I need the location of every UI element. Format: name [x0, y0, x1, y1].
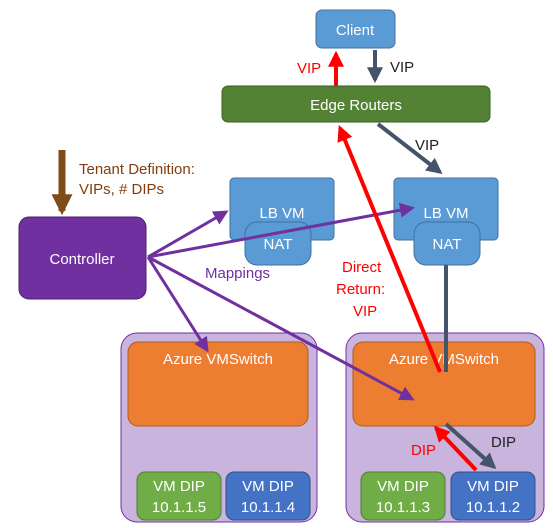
controller-box: [18, 216, 147, 300]
vm-right-2-line1: VM DIP: [467, 478, 519, 495]
vm-right-1-line1: VM DIP: [377, 478, 429, 495]
vm-left-2-line1: VM DIP: [242, 478, 294, 495]
mapping-arrow-lb-left: [147, 210, 229, 259]
edge-routers-box: [221, 85, 491, 123]
mapping-arrow-vmswitch-right: [147, 255, 415, 401]
dip-red-label: DIP: [411, 442, 436, 459]
vm-right-1-box: [360, 471, 446, 521]
nat-left-label: NAT: [264, 236, 293, 253]
client-box: [315, 9, 396, 49]
nat-right-label: NAT: [433, 236, 462, 253]
mapping-arrow-lb-right: [147, 202, 415, 259]
controller-label: Controller: [49, 251, 114, 268]
direct-return-line1: Direct: [342, 259, 382, 276]
vm-left-1-box: [136, 471, 222, 521]
edge-routers-label: Edge Routers: [310, 97, 402, 114]
vmswitch-left-label: Azure VMSwitch: [163, 351, 273, 368]
vmswitch-left-box: [127, 341, 309, 427]
vip-up-label: VIP: [297, 60, 321, 77]
direct-return-line3: VIP: [353, 303, 377, 320]
vm-left-2-box: [225, 471, 311, 521]
edge-to-lb-arrow: [376, 122, 443, 174]
tenant-definition-line2: VIPs, # DIPs: [79, 181, 164, 198]
vip-edge-lb-label: VIP: [415, 137, 439, 154]
dip-dark-label: DIP: [491, 434, 516, 451]
dip-dark-arrow: [444, 422, 497, 470]
mappings-label: Mappings: [205, 265, 270, 282]
direct-return-line2: Return:: [336, 281, 385, 298]
mapping-arrow-vmswitch-left: [146, 256, 209, 353]
vm-right-2-line2: 10.1.1.2: [466, 499, 520, 516]
vip-down-label: VIP: [390, 59, 414, 76]
lb-vm-left-label: LB VM: [259, 205, 304, 222]
vm-left-1-line1: VM DIP: [153, 478, 205, 495]
vm-right-2-box: [450, 471, 536, 521]
tenant-definition-line1: Tenant Definition:: [79, 161, 195, 178]
lb-vm-right-label: LB VM: [423, 205, 468, 222]
client-label: Client: [336, 22, 375, 39]
vm-left-2-line2: 10.1.1.4: [241, 499, 295, 516]
nat-left-box: [244, 221, 312, 266]
dip-red-arrow: [433, 425, 478, 472]
vm-right-1-line2: 10.1.1.3: [376, 499, 430, 516]
vm-left-1-line2: 10.1.1.5: [152, 499, 206, 516]
direct-return-arrow: [337, 125, 442, 373]
